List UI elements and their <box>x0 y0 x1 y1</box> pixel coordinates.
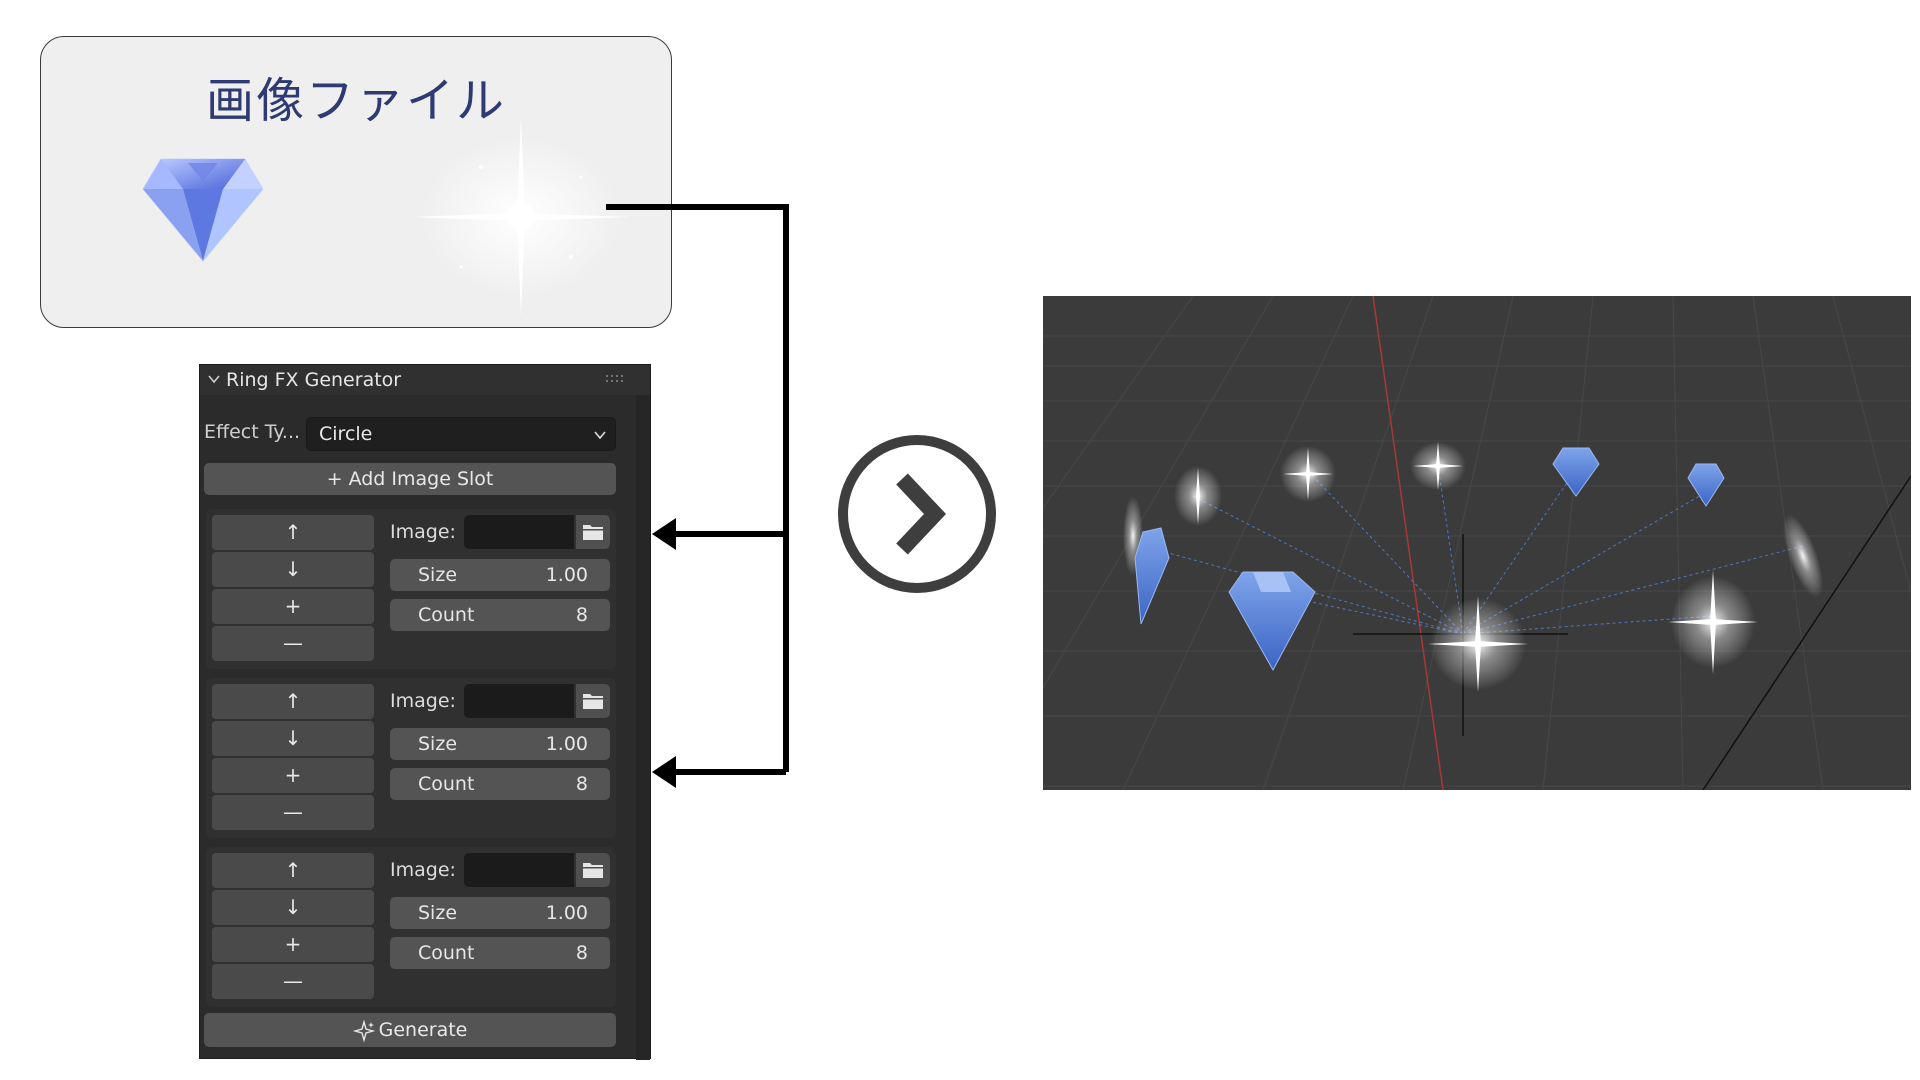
effect-type-select[interactable]: Circle <box>306 417 616 451</box>
size-label: Size <box>418 902 458 924</box>
gem-icon <box>142 158 264 262</box>
image-label: Image: <box>390 690 456 712</box>
move-up-button[interactable]: ↑ <box>212 684 374 719</box>
panel-title: Ring FX Generator <box>226 369 402 391</box>
image-path-field[interactable] <box>464 515 574 549</box>
image-path-field[interactable] <box>464 853 574 887</box>
remove-button[interactable]: — <box>212 964 374 999</box>
image-file-card: 画像ファイル <box>40 36 672 328</box>
folder-icon <box>583 525 603 540</box>
image-slot-3: ↑ ↓ + — Image: Size 1.00 Count 8 <box>206 847 616 1007</box>
browse-folder-button[interactable] <box>576 684 610 718</box>
image-label: Image: <box>390 859 456 881</box>
remove-button[interactable]: — <box>212 795 374 830</box>
add-button[interactable]: + <box>212 758 374 793</box>
chevron-down-icon <box>594 431 606 440</box>
image-file-title: 画像ファイル <box>205 73 506 129</box>
viewport-scene <box>1043 296 1911 790</box>
effect-type-value: Circle <box>319 423 373 445</box>
size-field[interactable]: Size 1.00 <box>390 728 610 760</box>
folder-icon <box>583 863 603 878</box>
add-image-slot-button[interactable]: + Add Image Slot <box>204 463 616 495</box>
add-button[interactable]: + <box>212 927 374 962</box>
generate-label: Generate <box>378 1019 468 1041</box>
size-field[interactable]: Size 1.00 <box>390 897 610 929</box>
panel-scrollbar[interactable] <box>636 395 650 1060</box>
move-down-button[interactable]: ↓ <box>212 721 374 756</box>
generate-button[interactable]: Generate <box>204 1013 616 1047</box>
move-down-button[interactable]: ↓ <box>212 552 374 587</box>
ring-fx-panel: Ring FX Generator Effect Ty... Circle + … <box>199 364 651 1060</box>
chevron-right-circle-icon <box>838 435 996 593</box>
move-down-button[interactable]: ↓ <box>212 890 374 925</box>
count-label: Count <box>418 942 475 964</box>
sparkle-icon <box>352 1019 375 1042</box>
slot-controls: ↑ ↓ + — <box>212 853 374 999</box>
size-label: Size <box>418 733 458 755</box>
size-value: 1.00 <box>545 902 588 924</box>
count-value: 8 <box>575 773 588 795</box>
size-label: Size <box>418 564 458 586</box>
move-up-button[interactable]: ↑ <box>212 853 374 888</box>
panel-header[interactable]: Ring FX Generator <box>200 365 650 395</box>
size-field[interactable]: Size 1.00 <box>390 559 610 591</box>
slot-controls: ↑ ↓ + — <box>212 515 374 661</box>
image-path-field[interactable] <box>464 684 574 718</box>
browse-folder-button[interactable] <box>576 515 610 549</box>
count-label: Count <box>418 773 475 795</box>
count-value: 8 <box>575 604 588 626</box>
sparkle-icon <box>411 117 631 317</box>
folder-icon <box>583 694 603 709</box>
browse-folder-button[interactable] <box>576 853 610 887</box>
size-value: 1.00 <box>545 564 588 586</box>
count-field[interactable]: Count 8 <box>390 937 610 969</box>
size-value: 1.00 <box>545 733 588 755</box>
count-label: Count <box>418 604 475 626</box>
chevron-down-icon[interactable] <box>206 371 222 387</box>
count-value: 8 <box>575 942 588 964</box>
remove-button[interactable]: — <box>212 626 374 661</box>
image-slot-1: ↑ ↓ + — Image: Size 1.00 Count 8 <box>206 509 616 669</box>
effect-type-label: Effect Ty... <box>204 421 301 443</box>
slot-controls: ↑ ↓ + — <box>212 684 374 830</box>
image-label: Image: <box>390 521 456 543</box>
count-field[interactable]: Count 8 <box>390 768 610 800</box>
move-up-button[interactable]: ↑ <box>212 515 374 550</box>
drag-grip-icon[interactable] <box>604 372 624 386</box>
count-field[interactable]: Count 8 <box>390 599 610 631</box>
3d-viewport[interactable] <box>1043 296 1911 790</box>
add-button[interactable]: + <box>212 589 374 624</box>
image-slot-2: ↑ ↓ + — Image: Size 1.00 Count 8 <box>206 678 616 838</box>
